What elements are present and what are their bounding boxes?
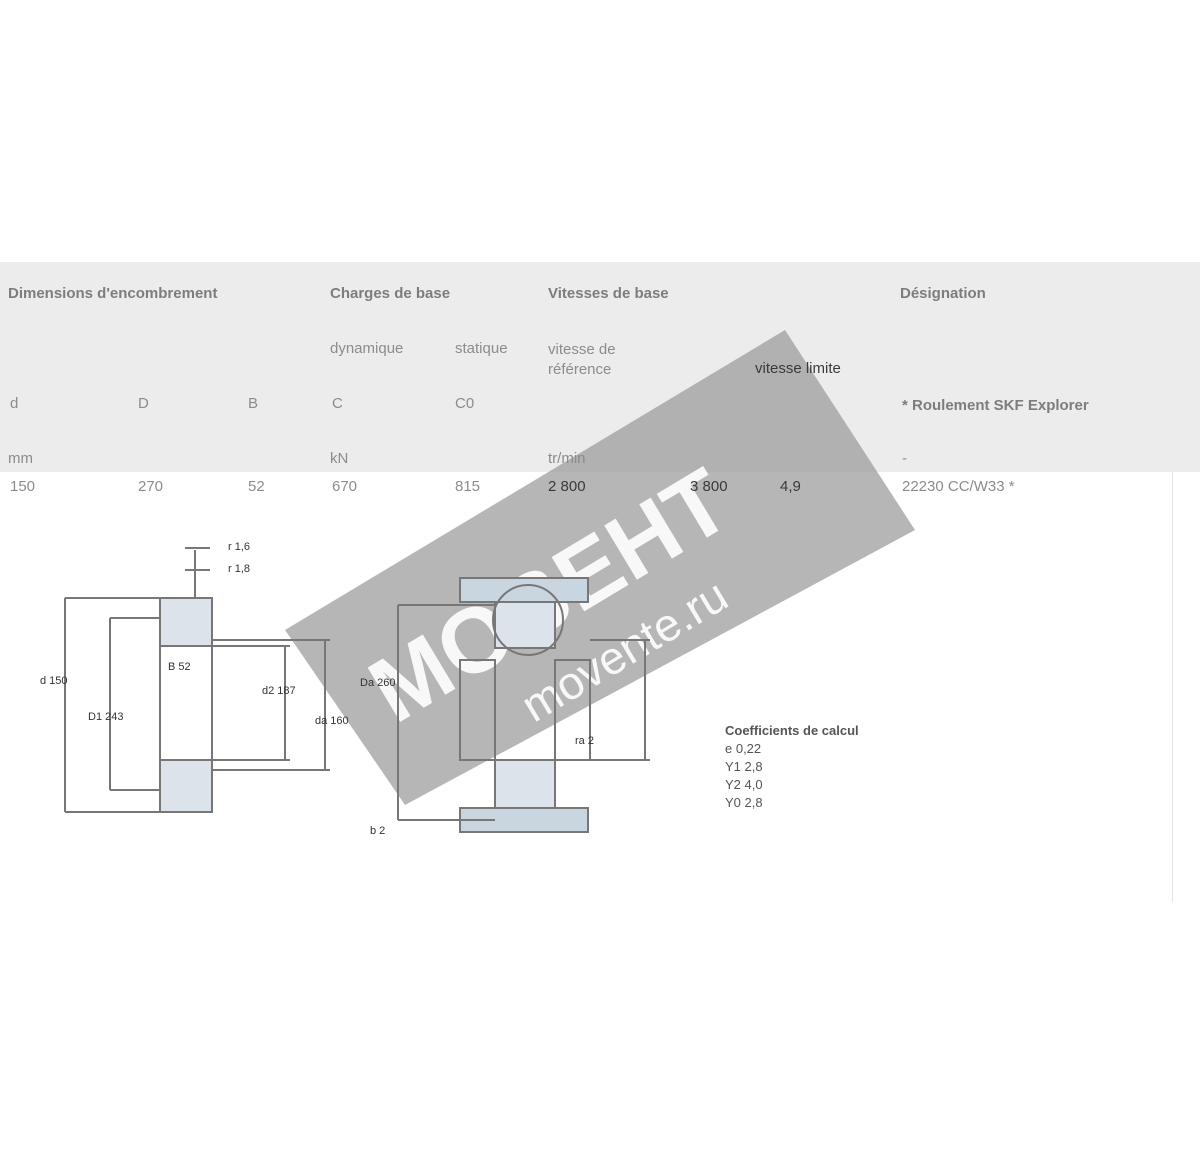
unit-kN: kN — [330, 450, 349, 467]
cell-C: 670 — [332, 478, 358, 495]
cell-d: 150 — [10, 478, 36, 495]
divider — [1172, 472, 1173, 902]
coefficient-y2: Y2 4,0 — [725, 777, 763, 792]
cell-B: 52 — [248, 478, 265, 495]
coefficient-y0: Y0 2,8 — [725, 795, 763, 810]
label-ra: ra 2 — [575, 735, 594, 747]
coefficient-y1: Y1 2,8 — [725, 759, 763, 774]
label-B: B 52 — [168, 661, 191, 673]
label-r1: r 1,6 — [228, 541, 250, 553]
unit-mm: mm — [8, 450, 33, 467]
header-reference-speed: vitesse de référence — [548, 341, 616, 378]
symbol-D: D — [138, 395, 149, 412]
label-Da: Da 260 — [360, 677, 395, 689]
coefficients-legend: Coefficients de calcul e 0,22 Y1 2,8 Y2 … — [725, 722, 859, 812]
symbol-B: B — [248, 395, 259, 412]
cell-designation: 22230 CC/W33 * — [902, 478, 1015, 495]
header-dynamic: dynamique — [330, 340, 404, 357]
header-speeds: Vitesses de base — [548, 285, 669, 302]
cell-D: 270 — [138, 478, 164, 495]
label-da: da 160 — [315, 715, 349, 727]
label-r2: r 1,8 — [228, 563, 250, 575]
label-b: b 2 — [370, 825, 385, 837]
symbol-C0: C0 — [455, 395, 475, 412]
header-dimensions: Dimensions d'encombrement — [8, 285, 218, 302]
header-static: statique — [455, 340, 508, 357]
label-D1: D1 243 — [88, 711, 123, 723]
header-designation: Désignation — [900, 285, 986, 302]
unit-rpm: tr/min — [548, 450, 586, 467]
cell-ref-speed: 2 800 — [548, 478, 586, 495]
cell-C0: 815 — [455, 478, 481, 495]
table-header-band — [0, 262, 1200, 472]
cell-mass: 4,9 — [780, 478, 801, 495]
watermark-band — [285, 330, 915, 805]
explorer-note: * Roulement SKF Explorer — [902, 397, 1089, 414]
unit-dash: - — [902, 450, 907, 467]
symbol-d: d — [10, 395, 19, 412]
header-loads: Charges de base — [330, 285, 451, 302]
symbol-C: C — [332, 395, 343, 412]
coefficient-e: e 0,22 — [725, 741, 762, 756]
cell-limit-speed: 3 800 — [690, 478, 728, 495]
coefficients-title: Coefficients de calcul — [725, 723, 859, 738]
label-d: d 150 — [40, 675, 68, 687]
header-limit-speed: vitesse limite — [755, 360, 841, 377]
label-d2: d2 187 — [262, 685, 296, 697]
